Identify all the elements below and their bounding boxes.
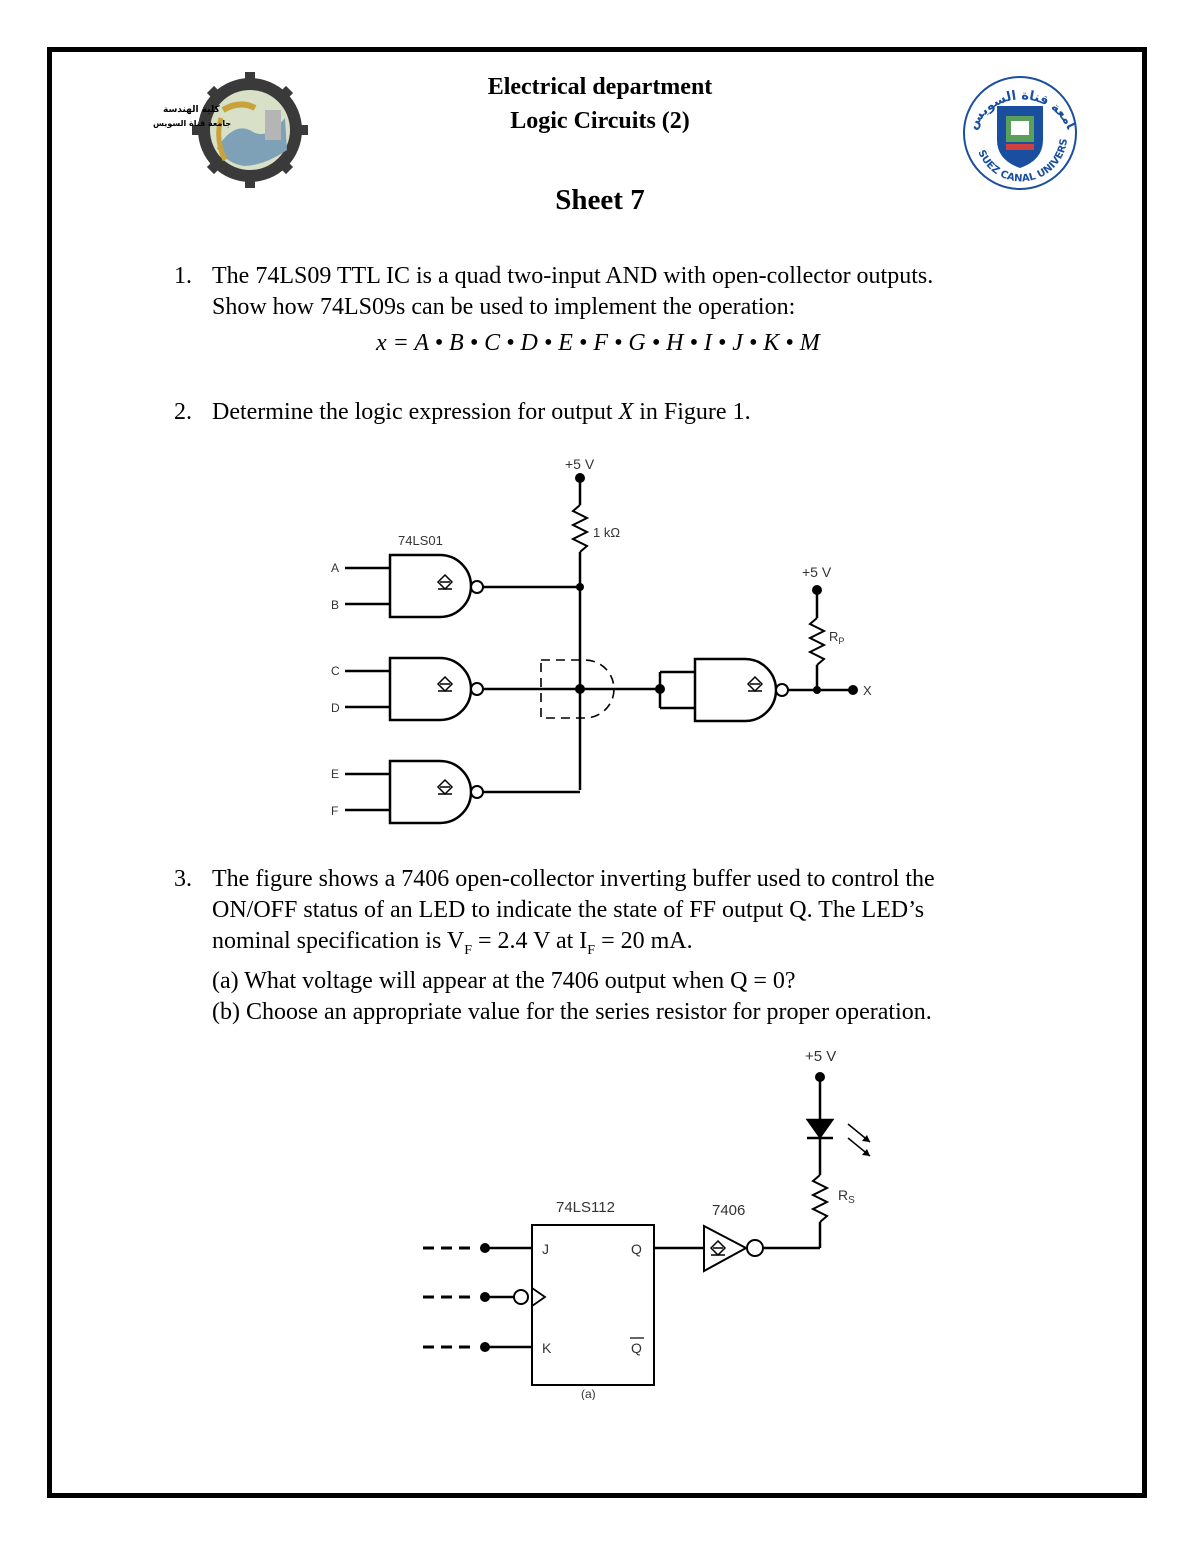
input-label: A (331, 561, 339, 575)
pin-qbar-label: Q (631, 1340, 642, 1356)
output-variable: X (618, 399, 634, 425)
question-text-line: nominal specification is VF = 2.4 V at I… (212, 928, 693, 958)
question-3: 3. The figure shows a 7406 open-collecto… (174, 864, 1074, 1028)
open-collector-icon (709, 1239, 727, 1257)
buffer-label: 7406 (712, 1202, 745, 1219)
input-label: E (331, 767, 339, 781)
university-logo: جامعة قناة السويس SUEZ CANAL UNIVERSITY (949, 57, 1085, 198)
figure-1-circuit: +5 V 1 kΩ 74LS01 A B C D E F +5 V RP X (331, 456, 872, 825)
input-label: B (331, 598, 339, 612)
question-number: 1. (174, 263, 192, 289)
input-label: F (331, 804, 338, 818)
output-label: X (863, 683, 872, 698)
shield-icon (997, 106, 1043, 168)
course-title: Logic Circuits (2) (510, 108, 690, 134)
pin-j-label: J (542, 1241, 549, 1257)
ff-label: 74LS112 (556, 1199, 615, 1216)
question-part-b: (b) Choose an appropriate value for the … (212, 998, 932, 1025)
pin-q-label: Q (631, 1241, 642, 1257)
faculty-logo: كلية الهندسة جامعة قناة السويس (145, 70, 310, 190)
input-label: C (331, 664, 340, 678)
resistor-label: RS (838, 1187, 855, 1206)
supply-label: +5 V (802, 564, 832, 580)
question-2: 2. Determine the logic expression for ou… (174, 397, 1074, 428)
boolean-formula: x = A • B • C • D • E • F • G • H • I • … (376, 330, 820, 356)
question-part-a: (a) What voltage will appear at the 7406… (212, 967, 796, 994)
question-text: in Figure 1. (633, 399, 751, 425)
question-text-line: Show how 74LS09s can be used to implemen… (212, 294, 796, 320)
question-number: 2. (174, 399, 192, 425)
sheet-title: Sheet 7 (555, 184, 645, 216)
page-border (47, 47, 1147, 1498)
question-text-line: ON/OFF status of an LED to indicate the … (212, 897, 925, 923)
pin-k-label: K (542, 1340, 552, 1356)
question-text-line: The figure shows a 7406 open-collector i… (212, 866, 935, 892)
open-collector-icon (436, 573, 764, 796)
input-label: D (331, 701, 340, 715)
question-text-line: The 74LS09 TTL IC is a quad two-input AN… (212, 263, 934, 289)
department-title: Electrical department (487, 74, 713, 100)
question-number: 3. (174, 866, 192, 892)
question-1: 1. The 74LS09 TTL IC is a quad two-input… (174, 261, 1074, 323)
pullup-label: RP (829, 629, 844, 646)
resistor-label: 1 kΩ (593, 525, 620, 540)
gear-icon (192, 72, 308, 188)
faculty-logo-text-2: جامعة قناة السويس (153, 119, 231, 129)
supply-label: +5 V (805, 1048, 836, 1065)
figure-caption: (a) (581, 1387, 596, 1400)
figure-2-circuit: +5 V 74LS112 7406 RS J K Q Q (a) (423, 1048, 871, 1400)
ic-label: 74LS01 (398, 533, 443, 548)
question-text: Determine the logic expression for outpu… (212, 399, 619, 425)
supply-label: +5 V (565, 456, 595, 472)
faculty-logo-text-1: كلية الهندسة (163, 105, 221, 115)
